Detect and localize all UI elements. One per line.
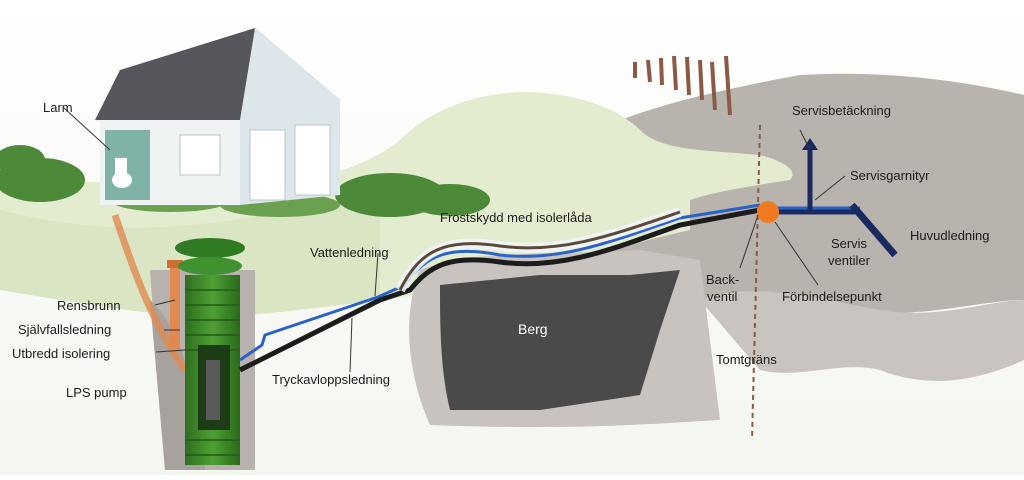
label-servisbetackning: Servisbetäckning bbox=[792, 103, 891, 118]
label-forbindelsepunkt: Förbindelsepunkt bbox=[782, 289, 882, 304]
label-servisgarnityr: Servisgarnityr bbox=[850, 168, 929, 183]
label-servis: Servis bbox=[826, 236, 872, 251]
cleanout-well bbox=[170, 265, 180, 350]
label-tryckavloppsledning: Tryckavloppsledning bbox=[272, 372, 390, 387]
label-lps-pump: LPS pump bbox=[66, 385, 127, 400]
label-sjalvfallsledning: Självfallsledning bbox=[18, 322, 111, 337]
label-rensbrunn: Rensbrunn bbox=[57, 298, 121, 313]
label-utbredd-isolering: Utbredd isolering bbox=[12, 346, 110, 361]
label-back: Back- bbox=[706, 272, 739, 287]
label-vattenledning: Vattenledning bbox=[310, 245, 389, 260]
connection-point bbox=[757, 201, 779, 223]
label-huvudledning: Huvudledning bbox=[910, 228, 990, 243]
label-larm: Larm bbox=[43, 100, 73, 115]
label-frostskydd: Frostskydd med isolerlåda bbox=[440, 210, 592, 225]
label-ventil: ventil bbox=[707, 289, 737, 304]
label-tomtgrans: Tomtgräns bbox=[716, 352, 777, 367]
label-berg: Berg bbox=[518, 322, 548, 337]
label-ventiler: ventiler bbox=[820, 253, 878, 268]
